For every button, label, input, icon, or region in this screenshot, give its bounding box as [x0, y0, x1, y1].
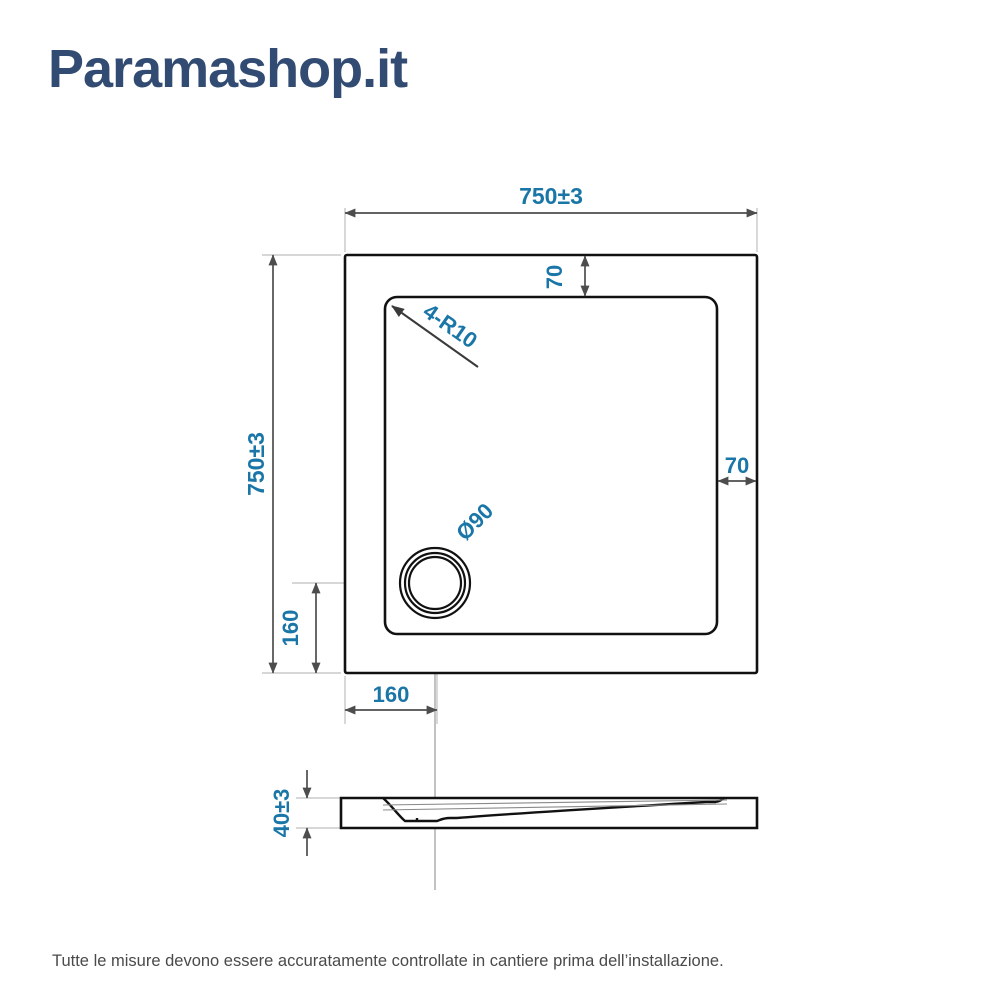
side-view-ref-line-2	[382, 803, 728, 811]
drain-hole	[398, 546, 472, 620]
footnote-text: Tutte le misure devono essere accuratame…	[52, 952, 724, 970]
dim-label-thickness: 40±3	[269, 789, 294, 838]
brand-logo: Paramashop.it	[48, 39, 408, 99]
dim-rim-right-70: 70	[717, 453, 757, 486]
dim-drain-offset-y-160: 160	[278, 582, 321, 674]
dim-thickness-40: 40±3	[269, 770, 312, 856]
dim-label-offset-x: 160	[373, 682, 410, 707]
dim-height-750: 750±3	[243, 254, 278, 674]
side-view-left-lip	[382, 797, 417, 823]
side-view-profile	[339, 796, 759, 830]
dim-drain-offset-x-160: 160	[344, 682, 438, 715]
dim-label-height: 750±3	[243, 432, 269, 496]
dim-rim-top-70: 70	[542, 255, 590, 297]
side-view-basin-bottom-left	[417, 816, 457, 823]
dim-label-offset-y: 160	[278, 610, 303, 647]
dim-width-750: 750±3	[344, 183, 758, 218]
dim-label-rim-right: 70	[725, 453, 749, 478]
tray-inner-basin	[383, 295, 719, 636]
side-view-basin-slope	[456, 800, 716, 820]
dim-label-rim-top: 70	[542, 265, 567, 289]
dim-label-width: 750±3	[519, 183, 583, 209]
side-view-ref-line-1	[382, 799, 728, 806]
